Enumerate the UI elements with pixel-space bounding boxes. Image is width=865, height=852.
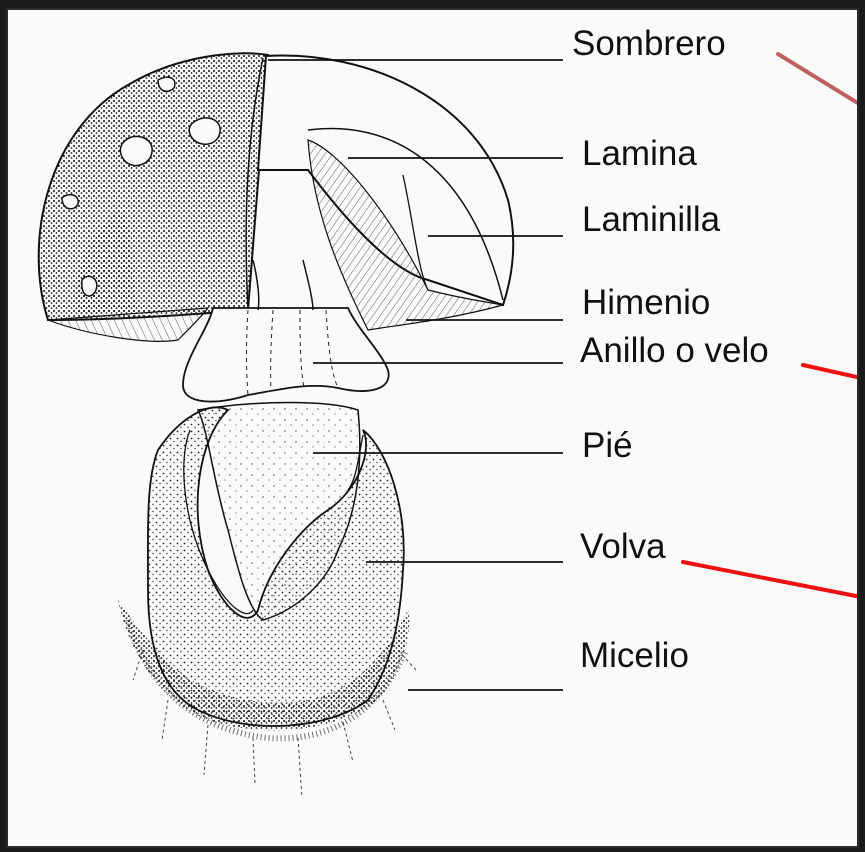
label-laminilla: Laminilla xyxy=(582,202,720,237)
pointer-lines xyxy=(683,54,859,597)
label-anillo: Anillo o velo xyxy=(580,333,769,368)
cap-shape xyxy=(39,53,268,320)
label-micelio: Micelio xyxy=(580,638,689,673)
label-pie: Pié xyxy=(582,428,633,463)
diagram-frame: Sombrero Lamina Laminilla Himenio Anillo… xyxy=(6,8,859,848)
label-volva: Volva xyxy=(580,529,666,564)
sombrero-pointer xyxy=(778,54,859,105)
label-lamina: Lamina xyxy=(582,136,697,171)
anillo-pointer xyxy=(803,365,859,378)
mushroom-illustration xyxy=(8,10,859,848)
volva-pointer xyxy=(683,562,859,597)
label-himenio: Himenio xyxy=(582,285,710,320)
label-sombrero: Sombrero xyxy=(572,26,726,61)
